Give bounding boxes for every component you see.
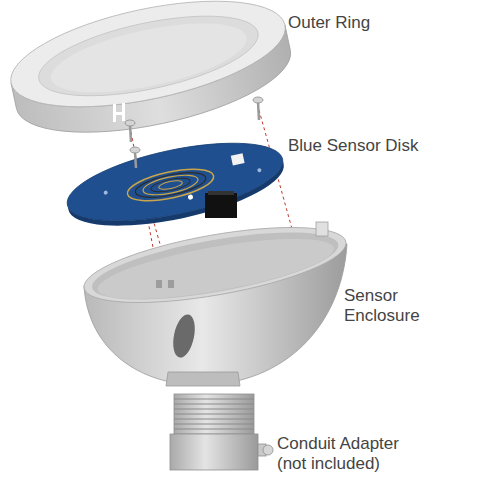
mounting-screw-shape (130, 125, 131, 142)
conduit-adapter (170, 394, 273, 470)
mounting-screw-shape (125, 120, 135, 126)
sensor-disk-shape (125, 163, 216, 207)
conduit-adapter-shape-shape (174, 414, 254, 415)
sensor-enclosure (79, 212, 351, 386)
sensor-disk-shape (103, 190, 108, 195)
ring-notch-shape (113, 112, 125, 115)
conduit-adapter-shape (170, 434, 258, 470)
conduit-adapter-shape (174, 399, 254, 429)
sensor-disk-shape (61, 128, 289, 236)
mounting-screw-shape (135, 152, 136, 168)
conduit-adapter-shape-shape (174, 409, 254, 410)
disk-connector-shape (208, 191, 234, 195)
mounting-screw-shape (130, 147, 140, 153)
sensor-disk-shape (133, 168, 208, 203)
sensor-enclosure-shape (166, 372, 240, 386)
mounting-screw (125, 97, 263, 168)
outer-ring-shape (45, 10, 252, 106)
conduit-adapter-shape (174, 394, 254, 434)
conduit-adapter-shape-shape (174, 424, 254, 425)
sensor-enclosure-shape (170, 312, 199, 359)
mounting-screw-shape (253, 97, 263, 103)
conduit-adapter-shape (263, 445, 273, 455)
sensor-disk-shape (158, 179, 183, 191)
conduit-adapter-shape-shape (174, 404, 254, 405)
outer-ring-shape (32, 0, 265, 111)
sensor-disk-shape (150, 175, 191, 194)
sensor-enclosure-shape-shape (94, 226, 338, 311)
sensor-enclosure-shape-shape (79, 212, 351, 317)
conduit-adapter-shape-shape (174, 419, 254, 420)
sensor-enclosure-shape (79, 212, 351, 317)
sensor-enclosure-shape (168, 280, 174, 288)
sensor-disk-shape (231, 153, 245, 165)
disk-connector (205, 191, 237, 218)
part-label: Conduit Adapter (not included) (277, 434, 417, 474)
part-label: Blue Sensor Disk (288, 136, 458, 156)
mounting-screw-shape (258, 102, 259, 120)
sensor-disk-shape (188, 194, 194, 200)
sensor-enclosure-shape-shape (88, 219, 343, 314)
part-label: Outer Ring (288, 13, 438, 33)
ring-notch (113, 103, 125, 122)
sensor-disk-shape (257, 168, 262, 173)
outer-ring (2, 0, 300, 153)
part-label: Sensor Enclosure (344, 286, 444, 326)
outer-ring-shape (2, 0, 295, 127)
conduit-adapter-shape-shape (174, 429, 254, 430)
sensor-disk (61, 128, 291, 241)
sensor-enclosure-shape (156, 280, 162, 288)
conduit-adapter-shape-shape (174, 399, 254, 400)
disk-connector-shape (205, 193, 237, 218)
sensor-enclosure-shape (316, 222, 328, 236)
sensor-disk-shape (141, 171, 199, 198)
